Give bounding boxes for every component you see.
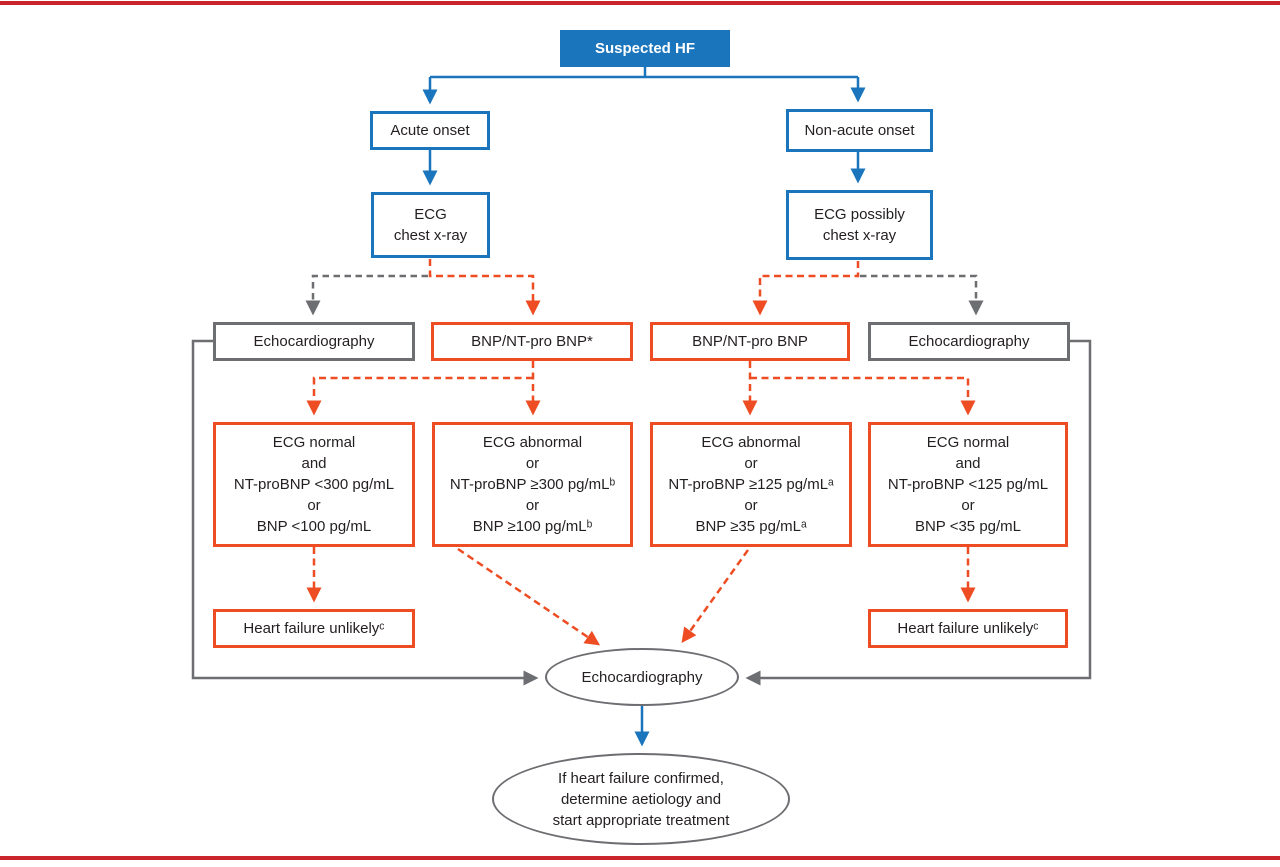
node-line: or [307,497,321,514]
node-suspected-hf: Suspected HF [560,30,730,67]
bottom-red-rule [0,856,1280,860]
node-echocardiography-left: Echocardiography [213,322,415,361]
node-label: BNP/NT-pro BNP* [471,333,593,350]
node-label: Echocardiography [581,668,703,686]
node-line: or [525,497,540,514]
node-line: BNP ≥100 pg/mLᵇ [472,518,593,535]
node-heart-failure-unlikely-left: Heart failure unlikelyᶜ [213,609,415,648]
node-line: ECG possibly [814,206,905,223]
node-line: or [525,455,540,472]
node-line: chest x-ray [393,227,468,244]
dashed-arrow-crit2-to-ellipse [457,547,601,646]
node-acute-onset: Acute onset [370,111,490,150]
node-line: and [955,455,981,472]
node-ecg-chest-xray: ECG chest x-ray [371,192,490,258]
dashed-arrow-crit3-to-ellipse [681,549,750,644]
node-line: ECG normal [926,434,1010,451]
node-line: or [961,497,975,514]
node-non-acute-onset-label: Non-acute onset [804,122,915,139]
dashed-arrow-bnp-to-crit1 [306,376,533,416]
node-ecg-possibly-chest-xray: ECG possibly chest x-ray [786,190,933,260]
node-line: BNP <35 pg/mL [914,518,1022,535]
node-label: Heart failure unlikelyᶜ [243,620,385,637]
node-line: or [744,497,758,514]
node-criteria-nonacute-normal: ECG normal and NT-proBNP <125 pg/mL or B… [868,422,1068,547]
node-line: ECG [414,206,447,223]
node-acute-onset-label: Acute onset [390,122,470,139]
top-red-rule [0,1,1280,5]
node-criteria-nonacute-abnormal: ECG abnormal or NT-proBNP ≥125 pg/mLᵃ or… [650,422,852,547]
dashed-arrow-to-bnp-right [752,261,860,316]
dashed-arrow-to-echo-left [305,274,428,316]
node-label: Echocardiography [253,333,375,350]
node-suspected-hf-label: Suspected HF [594,40,696,57]
node-bnp-ntprobnp-nonacute: BNP/NT-pro BNP [650,322,850,361]
node-label: Echocardiography [908,333,1030,350]
node-non-acute-onset: Non-acute onset [786,109,933,152]
node-line: BNP <100 pg/mL [256,518,372,535]
node-label: Heart failure unlikelyᶜ [897,620,1039,637]
node-line: and [301,455,327,472]
node-line: ECG normal [272,434,356,451]
node-line: start appropriate treatment [552,811,730,829]
node-line: NT-proBNP ≥125 pg/mLᵃ [668,476,834,493]
dashed-arrow-to-bnp-left [428,259,541,316]
node-line: If heart failure confirmed, [558,769,724,787]
node-bnp-ntprobnp-acute: BNP/NT-pro BNP* [431,322,633,361]
node-line: NT-proBNP <300 pg/mL [233,476,395,493]
node-criteria-acute-abnormal: ECG abnormal or NT-proBNP ≥300 pg/mLᵇ or… [432,422,633,547]
node-label: BNP/NT-pro BNP [692,333,808,350]
node-line: ECG abnormal [482,434,583,451]
node-final-treatment-ellipse: If heart failure confirmed, determine ae… [492,753,790,845]
node-line: BNP ≥35 pg/mLᵃ [695,518,807,535]
route-echo-left-to-ellipse [191,339,539,686]
node-heart-failure-unlikely-right: Heart failure unlikelyᶜ [868,609,1068,648]
node-line: or [744,455,758,472]
node-line: determine aetiology and [560,790,722,808]
dashed-arrow-bnp-to-crit4 [750,376,976,416]
node-criteria-acute-normal: ECG normal and NT-proBNP <300 pg/mL or B… [213,422,415,547]
node-line: NT-proBNP ≥300 pg/mLᵇ [449,476,616,493]
node-echocardiography-right: Echocardiography [868,322,1070,361]
route-echo-right-to-ellipse [745,339,1092,686]
dashed-arrow-to-echo-right [860,274,984,316]
node-line: NT-proBNP <125 pg/mL [887,476,1049,493]
node-line: chest x-ray [822,227,897,244]
node-echocardiography-ellipse: Echocardiography [545,648,739,706]
node-line: ECG abnormal [701,434,801,451]
